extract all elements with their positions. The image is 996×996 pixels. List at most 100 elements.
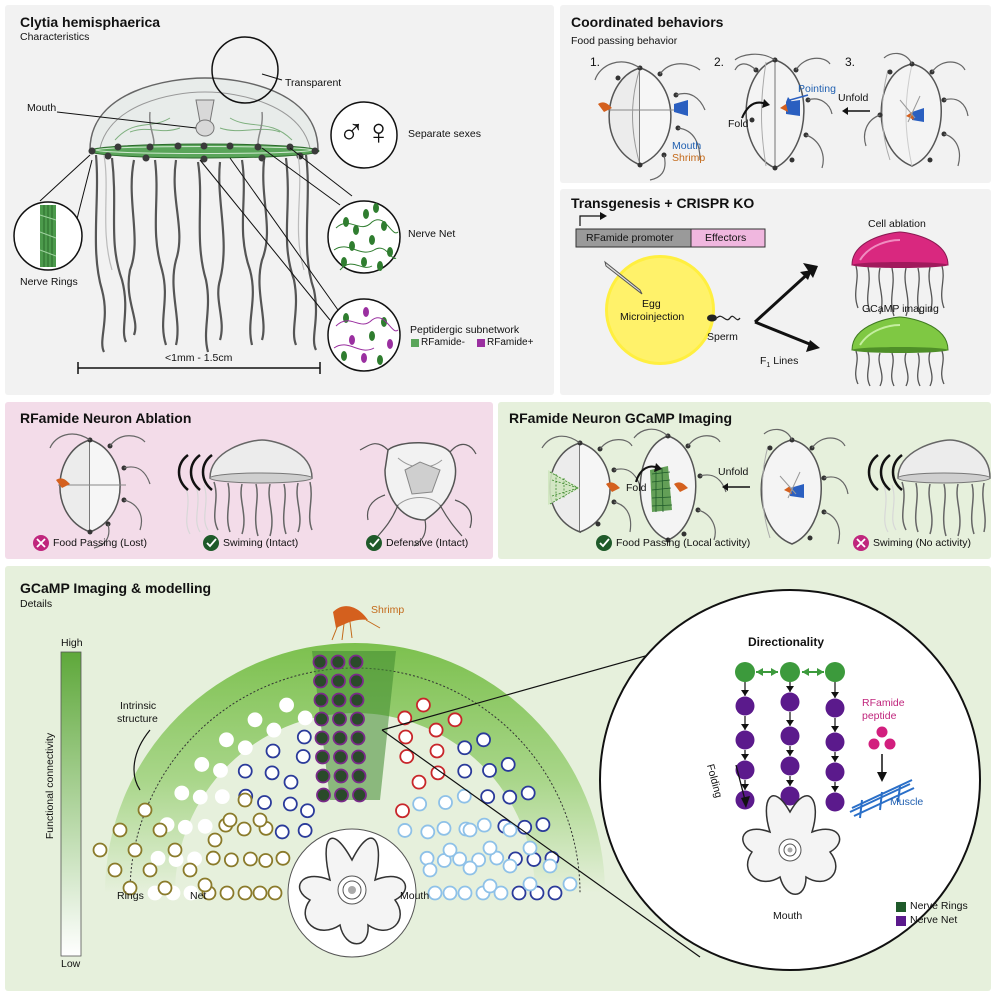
medusa-illustration — [88, 77, 320, 353]
step-2-label: 2. — [714, 55, 725, 69]
neuron-node — [315, 749, 330, 765]
neuron-node — [411, 774, 427, 790]
shrimp-icon — [331, 606, 381, 641]
neuron-node — [442, 885, 458, 901]
arrow-head — [786, 780, 794, 786]
zoom-mouth-label: Mouth — [773, 910, 803, 922]
neuron-node — [264, 765, 280, 781]
neuron-node — [237, 740, 253, 756]
neuron-node — [457, 763, 473, 779]
neuron-node — [462, 860, 478, 876]
fc-high-label: High — [61, 637, 83, 649]
defensive-intact-icon — [366, 535, 382, 551]
neuron-node — [92, 842, 108, 858]
nerve-ring-node — [780, 662, 800, 682]
neuron-node — [452, 851, 468, 867]
neuron-node — [214, 789, 230, 805]
intrinsic-label-1: Intrinsic — [120, 700, 157, 712]
nerve-net-node — [735, 730, 755, 750]
transparent-callout — [211, 36, 279, 104]
neuron-node — [562, 876, 578, 892]
neuron-node — [500, 757, 516, 772]
neuron-node — [482, 840, 498, 856]
ablation-jelly-1 — [49, 433, 151, 549]
neuron-node — [399, 749, 415, 764]
food-passing-local-icon — [596, 535, 612, 551]
jelly-step1 — [594, 61, 706, 181]
directionality-title: Directionality — [748, 635, 825, 649]
gcamp-jelly-3 — [760, 428, 849, 545]
arrow-head — [741, 690, 749, 696]
panel-a-subtitle: Characteristics — [20, 31, 90, 43]
neuron-node — [350, 730, 366, 746]
cell-ablation-label: Cell ablation — [868, 218, 926, 230]
neuron-node — [429, 743, 445, 759]
neuron-node — [107, 862, 123, 878]
arrow-head — [831, 756, 839, 762]
panel-d-title: RFamide Neuron Ablation — [20, 410, 192, 426]
neuron-node — [237, 763, 253, 779]
neuron-node — [520, 785, 536, 801]
neuron-node — [279, 697, 294, 713]
nerve-net-node — [825, 792, 845, 812]
neuron-node — [397, 710, 413, 726]
shrimp-label-f: Shrimp — [371, 604, 405, 616]
neuron-node — [511, 885, 527, 901]
swimming-intact-icon — [203, 535, 219, 551]
neuron-node — [207, 832, 223, 848]
neuron-node — [416, 697, 431, 713]
neuron-node — [436, 820, 452, 836]
neuron-node — [427, 885, 443, 901]
promoter-label: RFamide promoter — [586, 232, 674, 244]
directionality-network — [735, 662, 845, 812]
swimming-no-activity-icon — [853, 535, 869, 551]
unfold-label-e: Unfold — [718, 466, 749, 478]
arrow-head — [817, 668, 824, 676]
neuron-node — [542, 858, 558, 874]
arrow-head — [741, 784, 749, 790]
neuron-node — [330, 654, 346, 670]
arrow-head — [831, 692, 839, 698]
neuron-node — [265, 743, 281, 759]
neuron-node — [167, 842, 183, 858]
rfamide-plus-swatch — [477, 339, 485, 347]
rfamide-peptide-label-2: peptide — [862, 710, 897, 722]
neuron-node — [316, 787, 331, 803]
separate-sexes-label: Separate sexes — [408, 128, 481, 140]
swimming-no-activity-label: Swiming (No activity) — [873, 537, 972, 549]
neuron-node — [197, 877, 213, 893]
nerve-net-node — [780, 756, 800, 776]
neuron-node — [351, 749, 366, 765]
mouth-illustration — [287, 828, 417, 958]
panel-c-title: Transgenesis + CRISPR KO — [571, 195, 755, 211]
mouth-label: Mouth — [27, 102, 57, 114]
egg-label-1: Egg — [642, 298, 661, 310]
neuron-node — [312, 654, 328, 670]
panel-a-title: Clytia hemisphaerica — [20, 14, 161, 30]
connectivity-gradient-bar — [60, 651, 82, 957]
neuron-node — [442, 842, 458, 858]
ablation-jelly-swim — [185, 439, 313, 537]
neuron-node — [535, 817, 551, 832]
neuron-node — [237, 885, 253, 901]
neuron-node — [331, 673, 346, 689]
neuron-node — [252, 812, 268, 828]
neuron-node — [457, 740, 473, 756]
neuron-node — [174, 785, 190, 801]
neuron-node — [182, 862, 198, 878]
nerve-ring-node — [825, 662, 845, 682]
neuron-node — [197, 818, 213, 834]
neuron-node — [194, 757, 210, 772]
defensive-intact-label: Defensive (Intact) — [386, 537, 469, 549]
fold-label-b: Fold — [728, 118, 749, 130]
neuron-node — [430, 765, 446, 781]
neuron-node — [398, 729, 414, 745]
panel-b-title: Coordinated behaviors — [571, 14, 724, 30]
neuron-node — [297, 823, 313, 838]
neuron-node — [236, 821, 252, 837]
legend-nerve-rings-swatch — [896, 902, 906, 912]
neuron-node — [283, 774, 299, 790]
